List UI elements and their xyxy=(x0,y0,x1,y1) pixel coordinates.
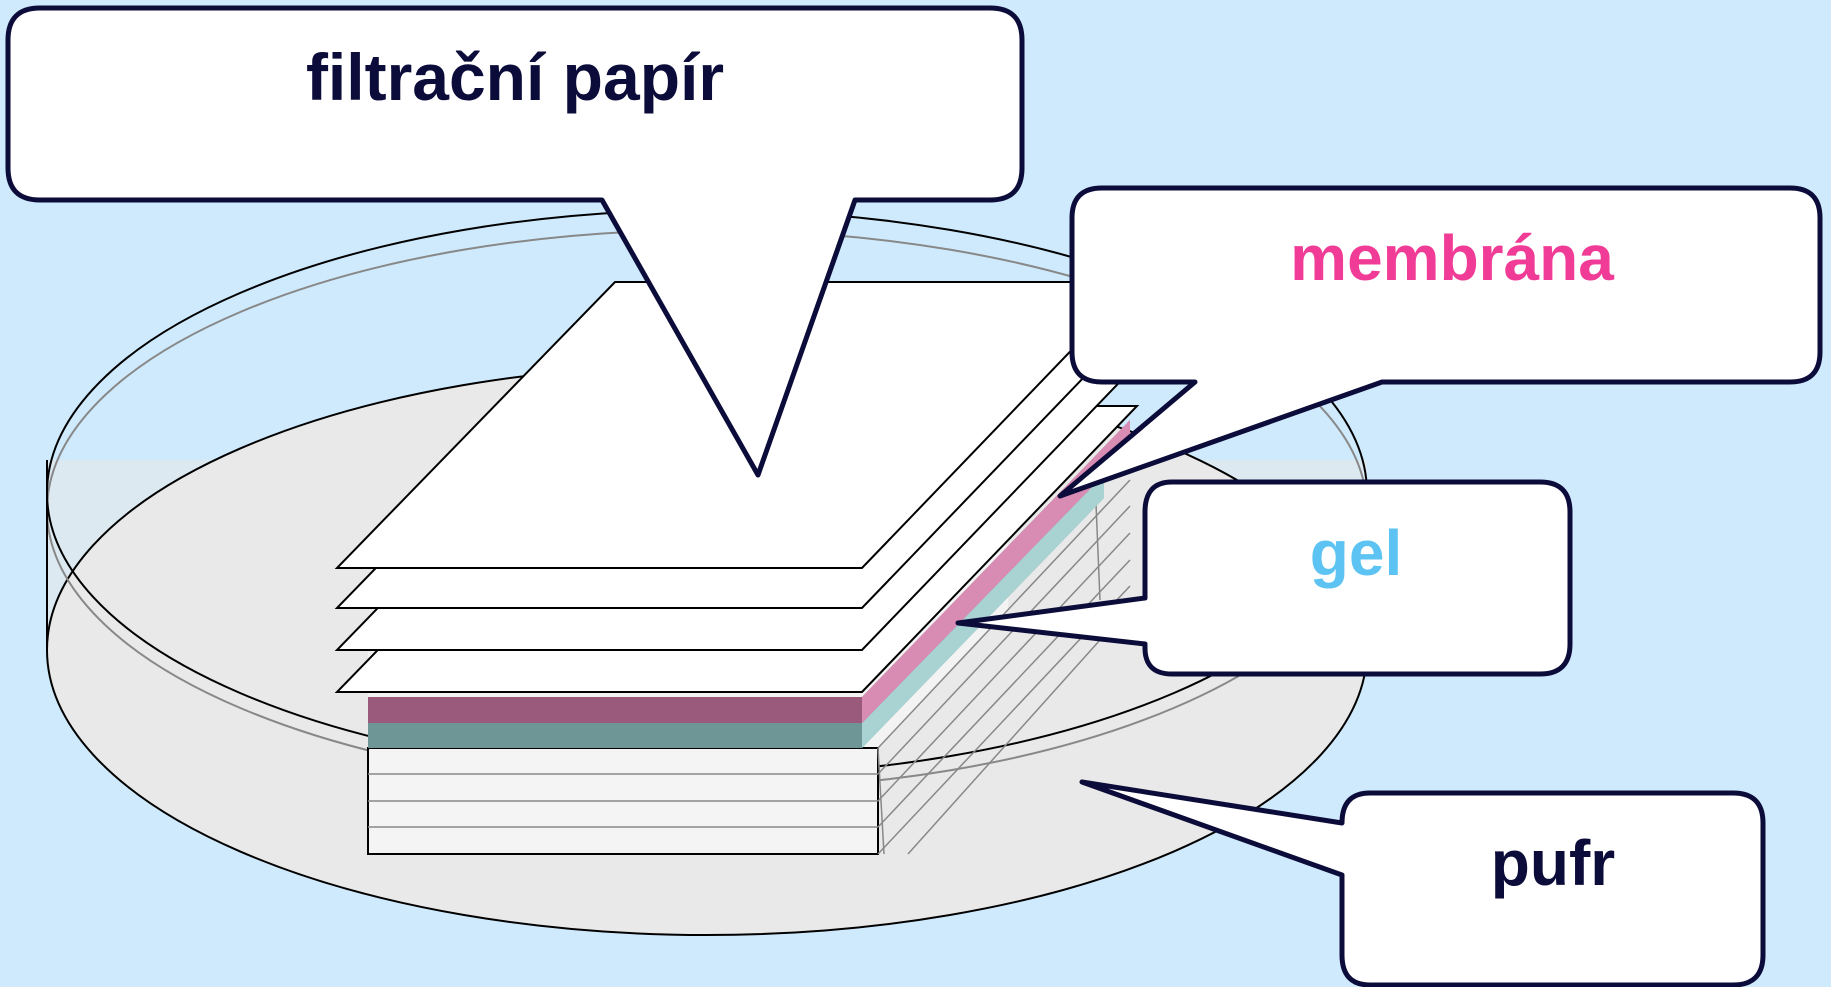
callout-filter-paper: filtrační papír xyxy=(5,5,1025,478)
gel-layer xyxy=(368,474,1104,748)
buffer-label: pufr xyxy=(1491,827,1615,899)
filter-paper-label: filtrační papír xyxy=(306,40,724,114)
callout-buffer: pufr xyxy=(1079,779,1766,987)
membrane-label: membrána xyxy=(1290,222,1614,294)
callout-membrane: membrána xyxy=(1057,185,1823,499)
gel-label: gel xyxy=(1310,517,1402,589)
callout-gel: gel xyxy=(955,479,1573,677)
